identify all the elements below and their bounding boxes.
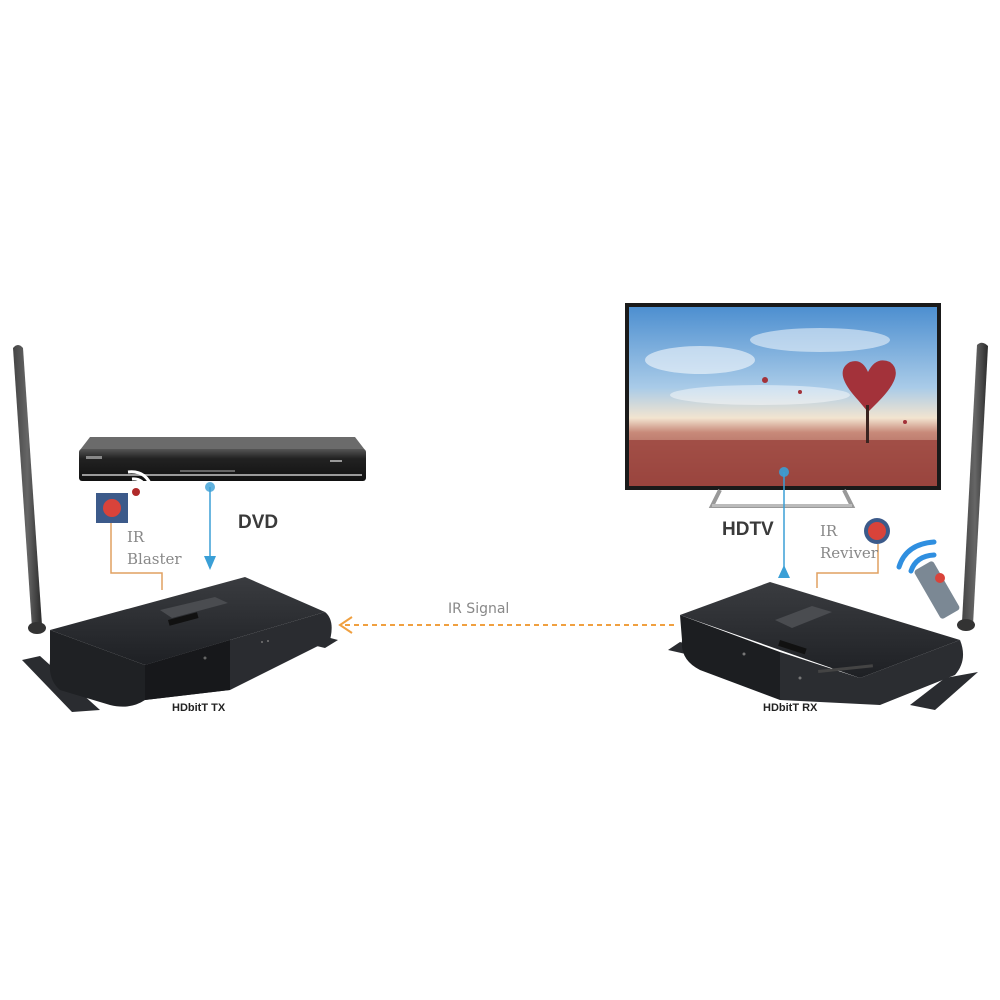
- hdbitt-tx-device: [22, 577, 338, 712]
- ir-blaster-label-line2: Blaster: [127, 550, 182, 568]
- hdtv-image: [625, 303, 941, 508]
- rx-to-tv-hdmi-line: [778, 467, 790, 578]
- rx-antenna: [957, 342, 988, 631]
- tx-antenna: [13, 345, 46, 634]
- dvd-label: DVD: [238, 512, 279, 533]
- ir-receiver-label-line1: IR: [820, 522, 838, 540]
- ir-receiver-icon: [864, 518, 890, 544]
- hdtv-label: HDTV: [722, 519, 774, 540]
- hdbitt-rx-device: [668, 582, 978, 710]
- ir-blaster-icon: [96, 493, 128, 523]
- dvd-player-image: [79, 437, 366, 481]
- ir-signal-arrow: [338, 616, 675, 634]
- ir-blaster-label-line1: IR: [127, 528, 145, 546]
- tx-device-label: HDbitT TX: [172, 702, 226, 714]
- dvd-to-tx-hdmi-line: [204, 482, 216, 570]
- ir-emitter-icon: [127, 470, 154, 496]
- wireless-signal-icon: [896, 539, 937, 574]
- ir-blaster-cable: [110, 523, 163, 590]
- ir-signal-label: IR Signal: [448, 601, 510, 617]
- remote-control-icon: [914, 561, 960, 619]
- ir-receiver-label-line2: Reviver: [820, 544, 878, 562]
- rx-device-label: HDbitT RX: [763, 702, 818, 714]
- ir-receiver-cable: [816, 544, 879, 588]
